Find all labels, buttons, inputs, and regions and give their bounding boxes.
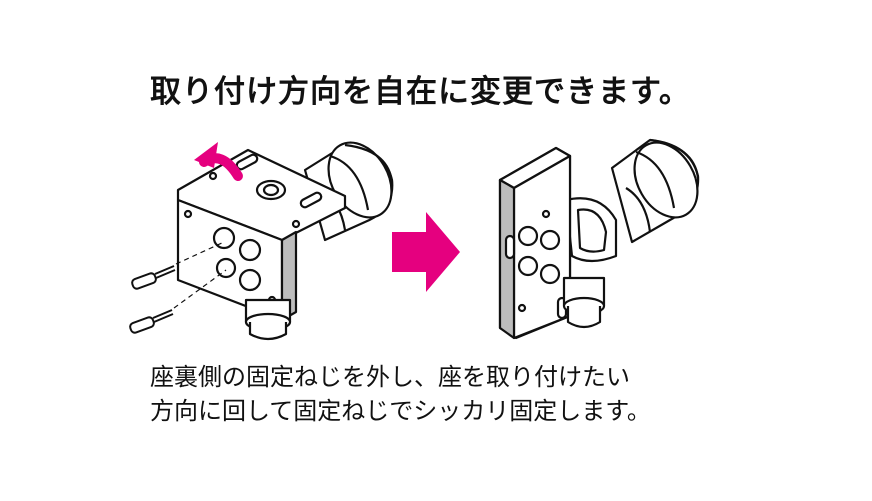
screw-icon [129,309,174,334]
instruction-line-2: 方向に回して固定ねじでシッカリ固定します。 [150,397,651,425]
elbow-joint [564,197,618,263]
mount-plate [498,146,572,340]
bracket-after [498,138,700,340]
bottom-fitting [244,298,292,341]
front-plate [176,198,298,322]
instruction-text: 座裏側の固定ねじを外し、座を取り付けたい 方向に回して固定ねじでシッカリ固定しま… [150,360,790,428]
bracket-before [176,141,394,341]
alignment-lines [173,241,227,309]
curved-rotate-arrow-icon [194,142,243,181]
right-arrow-icon [392,212,460,292]
page-title: 取り付け方向を自在に変更できます。 [150,74,691,110]
cylinder-body [610,138,700,244]
bottom-fitting [562,276,606,329]
screw-icon [131,265,176,290]
instruction-line-1: 座裏側の固定ねじを外し、座を取り付けたい [150,363,630,391]
